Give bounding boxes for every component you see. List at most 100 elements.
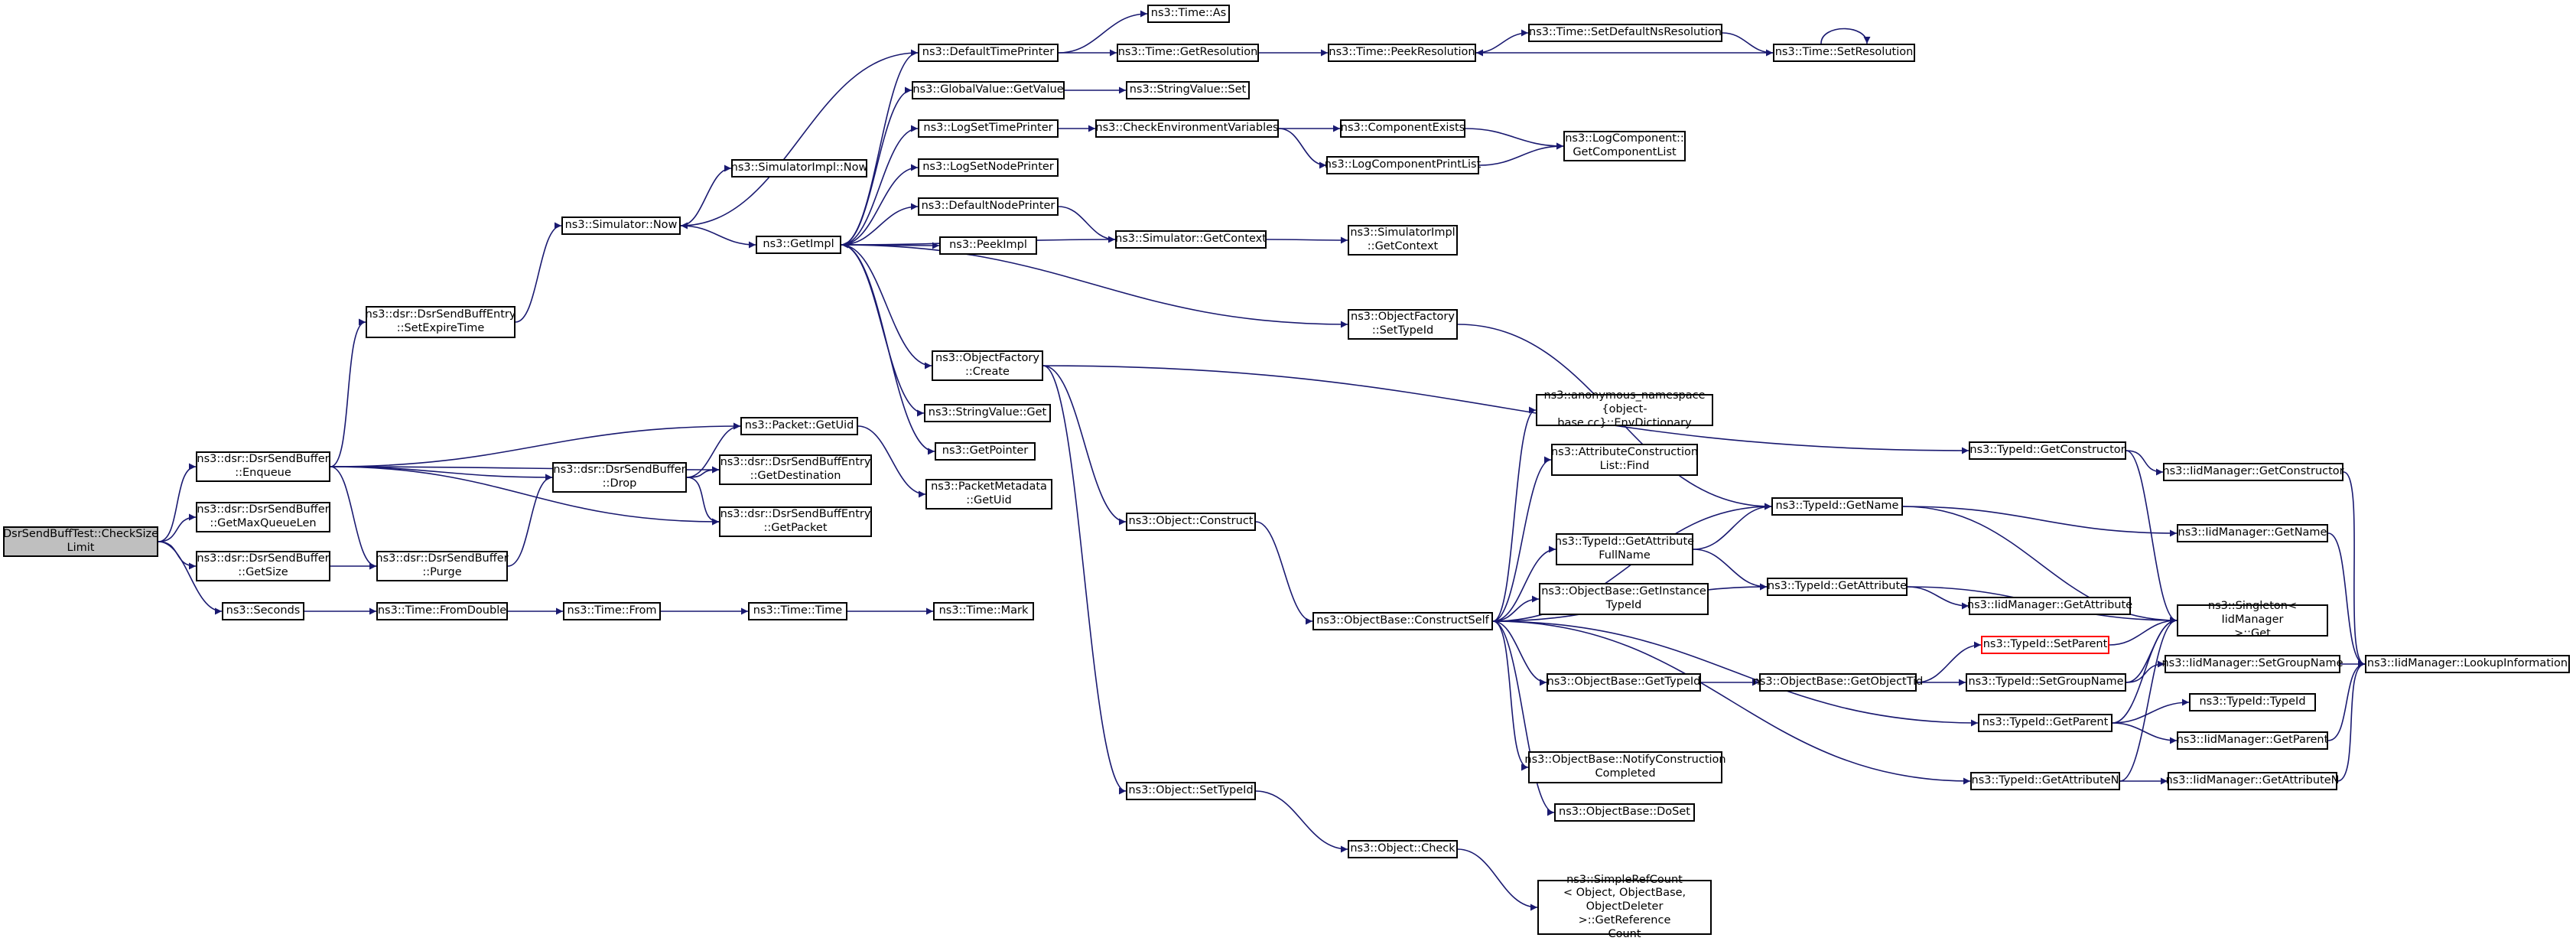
node-objectbase-getobjecttid[interactable]: ns3::ObjectBase::GetObjectTid [1753, 673, 1923, 692]
node-label: ns3::ObjectFactory ::SetTypeId [1351, 311, 1455, 337]
node-time-setresolution[interactable]: ns3::Time::SetResolution [1773, 44, 1915, 62]
node-attributeconstructionlist-find[interactable]: ns3::AttributeConstruction List::Find [1551, 444, 1698, 476]
node-label: ns3::AttributeConstruction List::Find [1550, 446, 1699, 472]
node-object-check[interactable]: ns3::Object::Check [1348, 840, 1458, 858]
node-checkenvironmentvariables[interactable]: ns3::CheckEnvironmentVariables [1095, 119, 1279, 138]
node-seconds[interactable]: ns3::Seconds [222, 602, 304, 620]
node-dsrsendbuffer-drop[interactable]: ns3::dsr::DsrSendBuffer ::Drop [552, 462, 687, 493]
node-simulatorimpl-getcontext[interactable]: ns3::SimulatorImpl ::GetContext [1348, 225, 1458, 256]
node-getimpl[interactable]: ns3::GetImpl [756, 236, 841, 254]
node-stringvalue-set[interactable]: ns3::StringValue::Set [1126, 81, 1250, 99]
node-time-setdefaultnsresolution[interactable]: ns3::Time::SetDefaultNsResolution [1528, 24, 1722, 42]
node-object-settypeid[interactable]: ns3::Object::SetTypeId [1126, 782, 1256, 800]
node-objectbase-gettypeid[interactable]: ns3::ObjectBase::GetTypeId [1547, 673, 1701, 692]
node-dsrsendbuffer-enqueue[interactable]: ns3::dsr::DsrSendBuffer ::Enqueue [196, 451, 330, 482]
node-time-getresolution[interactable]: ns3::Time::GetResolution [1117, 44, 1259, 62]
node-dsrsendbuffentry-getpacket[interactable]: ns3::dsr::DsrSendBuffEntry ::GetPacket [719, 506, 872, 537]
node-time-mark[interactable]: ns3::Time::Mark [933, 602, 1034, 620]
node-label: ns3::Time::SetDefaultNsResolution [1529, 26, 1722, 39]
node-iidmanager-setgroupname[interactable]: ns3::IidManager::SetGroupName [2161, 655, 2343, 673]
call-edge [1058, 10, 1148, 54]
call-edge [1465, 128, 1564, 150]
call-edge [2343, 471, 2366, 668]
node-dsrsendbuffentry-getdestination[interactable]: ns3::dsr::DsrSendBuffEntry ::GetDestinat… [719, 454, 872, 485]
node-packetmetadata-getuid[interactable]: ns3::PacketMetadata ::GetUid [925, 479, 1052, 510]
node-componentexists[interactable]: ns3::ComponentExists [1340, 119, 1465, 138]
node-logcomponent-getcomponentlist[interactable]: ns3::LogComponent:: GetComponentList [1563, 131, 1686, 161]
node-objectbase-doset[interactable]: ns3::ObjectBase::DoSet [1554, 803, 1695, 822]
node-time-time[interactable]: ns3::Time::Time [748, 602, 847, 620]
call-edge [841, 49, 919, 246]
node-typeid-typeid[interactable]: ns3::TypeId::TypeId [2189, 693, 2316, 711]
node-label: ns3::IidManager::SetGroupName [2161, 657, 2343, 670]
node-envdictionary[interactable]: ns3::anonymous_namespace {object-base.cc… [1536, 389, 1713, 429]
node-defaultnodeprinter[interactable]: ns3::DefaultNodePrinter [918, 197, 1059, 216]
node-label: ns3::Time::PeekResolution [1329, 46, 1475, 59]
node-peekimpl[interactable]: ns3::PeekImpl [939, 236, 1037, 255]
node-simulatorimpl-now[interactable]: ns3::SimulatorImpl::Now [731, 159, 867, 177]
call-edge [1492, 620, 1971, 785]
node-label: ns3::dsr::DsrSendBuffer ::GetMaxQueueLen [197, 503, 330, 529]
node-typeid-setgroupname[interactable]: ns3::TypeId::SetGroupName [1966, 673, 2126, 692]
node-time-fromdouble[interactable]: ns3::Time::FromDouble [376, 602, 508, 620]
call-edge [1475, 29, 1529, 54]
node-singleton-iidmanager-get[interactable]: ns3::Singleton< IidManager >::Get [2177, 600, 2328, 640]
node-label: ns3::dsr::DsrSendBuffer ::Enqueue [197, 453, 330, 479]
node-label: ns3::IidManager::GetConstructor [2162, 465, 2344, 478]
node-getpointer[interactable]: ns3::GetPointer [935, 442, 1036, 461]
call-edge [1902, 506, 2178, 537]
node-objectbase-getinstancetypeid[interactable]: ns3::ObjectBase::GetInstance TypeId [1539, 583, 1709, 615]
node-typeid-setparent[interactable]: ns3::TypeId::SetParent [1981, 636, 2109, 654]
node-label: ns3::IidManager::LookupInformation [2366, 657, 2568, 670]
call-edge [1722, 32, 1774, 57]
node-objectfactory-create[interactable]: ns3::ObjectFactory ::Create [932, 350, 1043, 381]
node-label: ns3::ComponentExists [1340, 122, 1465, 135]
node-label: ns3::Singleton< IidManager >::Get [2207, 600, 2298, 640]
node-objectbase-constructself[interactable]: ns3::ObjectBase::ConstructSelf [1312, 612, 1493, 630]
node-packet-getuid[interactable]: ns3::Packet::GetUid [740, 417, 858, 435]
call-edge [1693, 549, 1768, 591]
node-label: ns3::TypeId::GetName [1775, 500, 1899, 513]
call-edge [1693, 503, 1772, 550]
node-time-peekresolution[interactable]: ns3::Time::PeekResolution [1328, 44, 1476, 62]
node-dsrsendbuffer-getmaxqueuelen[interactable]: ns3::dsr::DsrSendBuffer ::GetMaxQueueLen [196, 502, 330, 532]
node-dsrsendbuffer-purge[interactable]: ns3::dsr::DsrSendBuffer ::Purge [376, 551, 509, 581]
node-label: ns3::TypeId::GetAttribute [1767, 580, 1908, 593]
node-label: ns3::StringValue::Set [1129, 83, 1247, 96]
node-logsettimeprinter[interactable]: ns3::LogSetTimePrinter [918, 119, 1059, 138]
node-time-as[interactable]: ns3::Time::As [1147, 5, 1230, 23]
node-typeid-getattributen[interactable]: ns3::TypeId::GetAttributeN [1970, 772, 2120, 790]
node-iidmanager-getname[interactable]: ns3::IidManager::GetName [2177, 524, 2328, 542]
call-edge [1492, 406, 1537, 622]
node-objectbase-notifyconstructioncompleted[interactable]: ns3::ObjectBase::NotifyConstruction Comp… [1524, 751, 1726, 783]
node-logcomponentprintlist[interactable]: ns3::LogComponentPrintList [1325, 156, 1481, 174]
node-typeid-getname[interactable]: ns3::TypeId::GetName [1771, 497, 1903, 516]
node-label: ns3::GetPointer [942, 444, 1029, 457]
node-logsetnodeprinter[interactable]: ns3::LogSetNodePrinter [918, 158, 1059, 177]
node-stringvalue-get[interactable]: ns3::StringValue::Get [924, 404, 1051, 422]
node-iidmanager-getparent[interactable]: ns3::IidManager::GetParent [2177, 731, 2328, 750]
node-object-construct[interactable]: ns3::Object::Construct [1126, 513, 1256, 531]
node-dsrsendbuffentry-setexpiretime[interactable]: ns3::dsr::DsrSendBuffEntry ::SetExpireTi… [366, 306, 516, 338]
node-label: ns3::anonymous_namespace {object-base.cc… [1543, 389, 1706, 429]
node-typeid-getparent[interactable]: ns3::TypeId::GetParent [1978, 714, 2113, 732]
node-iidmanager-getattributen[interactable]: ns3::IidManager::GetAttributeN [2165, 772, 2340, 790]
call-edge-self-loop [1820, 28, 1871, 44]
node-simulator-getcontext[interactable]: ns3::Simulator::GetContext [1115, 230, 1267, 249]
node-typeid-getattribute[interactable]: ns3::TypeId::GetAttribute [1767, 578, 1908, 596]
node-iidmanager-lookupinformation[interactable]: ns3::IidManager::LookupInformation [2365, 655, 2570, 673]
node-iidmanager-getattribute[interactable]: ns3::IidManager::GetAttribute [1967, 597, 2132, 615]
node-globalvalue-getvalue[interactable]: ns3::GlobalValue::GetValue [912, 81, 1065, 99]
node-dsrsendbufftest-checksizelimit[interactable]: DsrSendBuffTest::CheckSize Limit [3, 526, 158, 557]
node-simplerefcount-getreferencecount[interactable]: ns3::SimpleRefCount < Object, ObjectBase… [1537, 874, 1712, 940]
node-objectfactory-settypeid[interactable]: ns3::ObjectFactory ::SetTypeId [1348, 309, 1458, 340]
node-typeid-getattributefullname[interactable]: ns3::TypeId::GetAttribute FullName [1555, 533, 1694, 565]
node-simulator-now[interactable]: ns3::Simulator::Now [561, 217, 681, 235]
node-time-from[interactable]: ns3::Time::From [563, 602, 661, 620]
node-label: ns3::SimpleRefCount < Object, ObjectBase… [1563, 873, 1686, 940]
node-defaulttimeprinter[interactable]: ns3::DefaultTimePrinter [918, 44, 1059, 62]
node-typeid-getconstructor[interactable]: ns3::TypeId::GetConstructor [1969, 441, 2126, 460]
node-label: ns3::dsr::DsrSendBuffer ::Drop [553, 464, 686, 490]
node-dsrsendbuffer-getsize[interactable]: ns3::dsr::DsrSendBuffer ::GetSize [196, 551, 330, 581]
node-iidmanager-getconstructor[interactable]: ns3::IidManager::GetConstructor [2162, 463, 2344, 481]
